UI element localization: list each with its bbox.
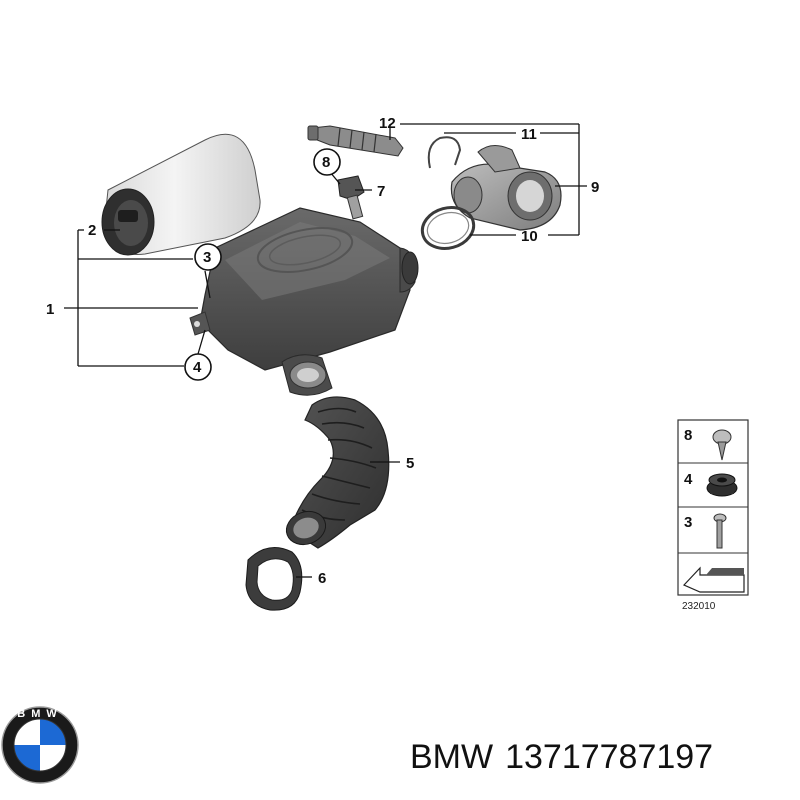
crankcase-vent-hose [307,125,404,157]
direction-arrow-icon [682,566,745,593]
intake-hose [285,396,390,549]
pressure-sensor [337,175,365,220]
legend-item-3: 3 [684,514,692,531]
callout-8: 8 [322,154,330,171]
callout-10: 10 [521,228,538,245]
logo-text: BMW [17,708,63,720]
brand-name: BMW [410,738,494,776]
callout-9: 9 [591,179,599,196]
callout-4: 4 [193,359,202,376]
callout-8-circle [313,148,341,176]
diagram-ref-number: 232010 [682,601,716,612]
legend-item-8: 8 [684,427,692,444]
callout-5: 5 [406,455,414,472]
part-caption: BMW 13717787197 [410,738,790,777]
air-filter-element [101,133,261,256]
small-parts-legend: 8 4 3 232010 [677,419,749,612]
callout-6: 6 [318,570,326,587]
air-mass-meter [450,145,562,231]
hose-clamp [420,206,476,250]
wire-clip [427,136,462,169]
legend-item-4: 4 [684,471,693,488]
air-filter-housing [189,207,419,396]
callout-3: 3 [203,249,211,266]
screw-icon [712,429,732,461]
callout-2: 2 [88,222,96,239]
intake-seal [245,547,303,611]
callout-12: 12 [379,115,396,132]
callout-11: 11 [521,126,537,143]
callout-labels: 1 2 3 4 5 6 7 8 9 10 11 12 [46,115,599,587]
callout-7: 7 [377,183,385,200]
callout-3-circle [194,243,222,271]
callout-1: 1 [46,301,54,318]
leader-lines [64,123,587,578]
grommet-icon [706,473,738,497]
bmw-logo: BMW [1,706,79,784]
callout-4-circle [184,353,212,381]
bolt-icon [713,513,727,549]
part-number: 13717787197 [505,738,714,776]
